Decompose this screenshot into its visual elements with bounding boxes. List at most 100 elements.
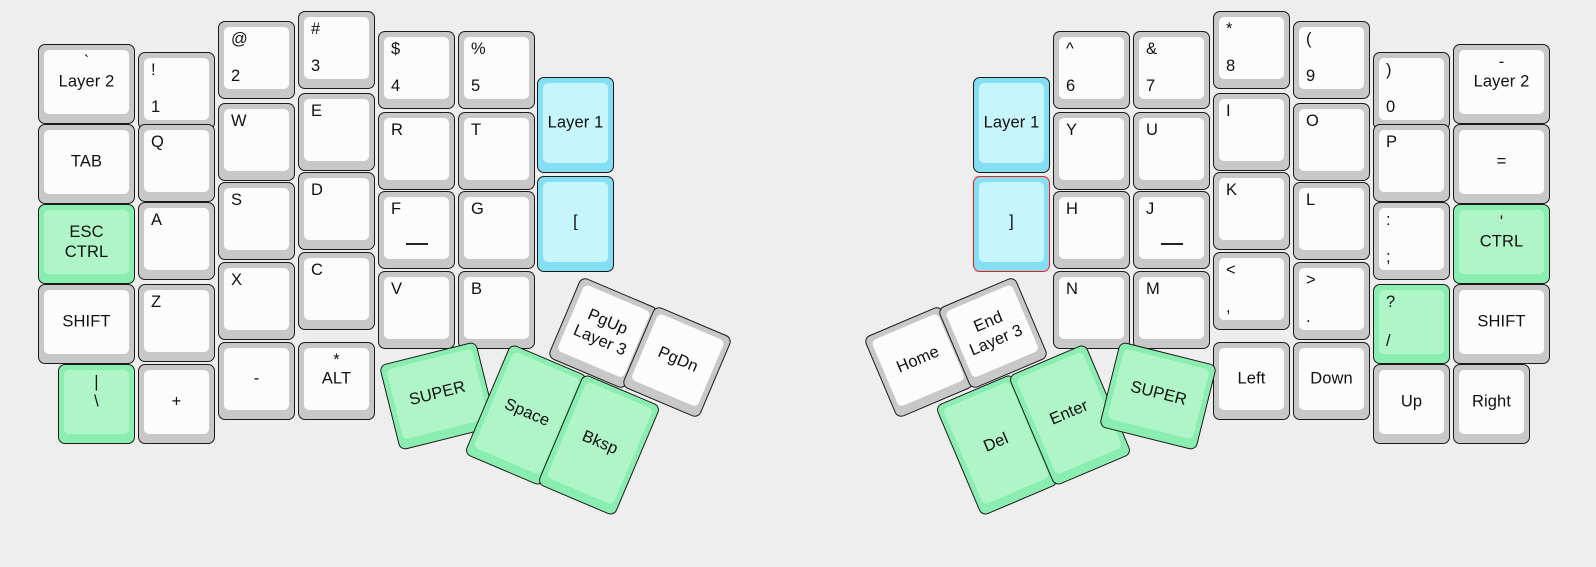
key-r-c6-r2[interactable]: = [1453,124,1550,204]
key-l-c4-r4[interactable]: C [298,252,375,330]
key-l-c3-r3[interactable]: S [218,182,295,260]
key-r-c4-r2[interactable]: O [1293,103,1370,181]
legend-main: End Layer 3 [966,307,1026,360]
key-face: $4 [384,37,449,99]
key-r-c3-r2[interactable]: I [1213,93,1290,171]
key-l-c1-r2[interactable]: TAB [38,124,135,204]
key-l-c5-r4[interactable]: V [378,271,455,349]
key-face: Layer 1 [543,83,608,163]
legend-main: Y [1066,121,1078,139]
key-r-c0-r1[interactable]: Layer 1 [973,77,1050,173]
key-l-c3-r4[interactable]: X [218,262,295,340]
key-face: SUPER [386,348,489,440]
key-l-c5-r2[interactable]: R [378,112,455,190]
legend-main: E [311,102,323,120]
key-r-c5-r1[interactable]: )0 [1373,52,1450,130]
legend-main: 9 [1306,66,1316,85]
key-l-c1-r3[interactable]: ESC CTRL [38,204,135,284]
key-l-c7-r1[interactable]: Layer 1 [537,77,614,173]
key-r-c5-r2[interactable]: P [1373,124,1450,202]
key-face: H [1059,197,1124,259]
legend-top: > [1306,271,1316,289]
legend-main: Space [501,394,553,430]
key-l-c6-r2[interactable]: T [458,112,535,190]
key-r-c4-r4[interactable]: >. [1293,262,1370,340]
key-r-c4-r1[interactable]: (9 [1293,21,1370,99]
legend-main: - [253,369,260,388]
key-face: I [1219,99,1284,161]
key-l-c6-r4[interactable]: B [458,271,535,349]
key-r-c6-r4[interactable]: SHIFT [1453,284,1550,364]
key-l-c1-r4[interactable]: SHIFT [38,284,135,364]
key-face: |\ [64,370,129,434]
legend-main: Up [1400,392,1423,411]
legend-main: Down [1310,369,1353,388]
key-l-c1-r5[interactable]: |\ [58,364,135,444]
key-face: Right [1459,370,1524,434]
key-l-c6-r1[interactable]: %5 [458,31,535,109]
key-l-c2-r4[interactable]: Z [138,284,215,362]
key-l-c4-r1[interactable]: #3 [298,11,375,89]
key-l-c2-r5[interactable]: + [138,364,215,444]
legend-top: % [471,40,486,58]
legend-main: 2 [231,66,241,85]
legend-main: \ [94,392,99,411]
key-l-c3-r1[interactable]: @2 [218,21,295,99]
key-r-c4-r5[interactable]: Down [1293,342,1370,420]
key-l-c4-r5[interactable]: *ALT [298,342,375,420]
key-r-c3-r4[interactable]: <, [1213,252,1290,330]
key-face: Down [1299,348,1364,410]
key-r-c1-r3[interactable]: H [1053,191,1130,269]
key-r-c5-r5[interactable]: Up [1373,364,1450,444]
key-r-c3-r1[interactable]: *8 [1213,11,1290,89]
key-r-c6-r3[interactable]: 'CTRL [1453,204,1550,284]
key-r-c2-r3[interactable]: J [1133,191,1210,269]
key-face: L [1299,188,1364,250]
key-l-c2-r3[interactable]: A [138,202,215,280]
key-l-c7-r2[interactable]: [ [537,176,614,272]
key-r-c3-r3[interactable]: K [1213,172,1290,250]
key-r-c1-r4[interactable]: N [1053,271,1130,349]
key-l-c3-r2[interactable]: W [218,103,295,181]
key-l-c4-r3[interactable]: D [298,172,375,250]
key-r-c5-r4[interactable]: ?/ [1373,284,1450,364]
legend-main: T [471,121,482,139]
key-r-c5-r3[interactable]: :; [1373,202,1450,280]
legend-main: B [471,280,483,298]
legend-main: Right [1471,392,1512,411]
legend-main: J [1146,200,1155,218]
key-r-c4-r3[interactable]: L [1293,182,1370,260]
legend-main: / [1386,331,1391,350]
key-face: Left [1219,348,1284,410]
key-r-c1-r2[interactable]: Y [1053,112,1130,190]
key-r-c2-r2[interactable]: U [1133,112,1210,190]
key-r-c3-r5[interactable]: Left [1213,342,1290,420]
key-face: B [464,277,529,339]
legend-main: P [1386,133,1398,151]
key-r-c2-r4[interactable]: M [1133,271,1210,349]
key-l-c4-r2[interactable]: E [298,93,375,171]
legend-main: D [311,181,324,199]
legend-main: W [231,112,247,130]
key-face: - [224,348,289,410]
key-r-c6-r5[interactable]: Right [1453,364,1530,444]
key-r-c1-r1[interactable]: ^6 [1053,31,1130,109]
key-face: T [464,118,529,180]
legend-main: Layer 1 [547,113,604,132]
key-face: [ [543,182,608,262]
legend-main: F [391,200,402,218]
key-l-c6-r3[interactable]: G [458,191,535,269]
key-r-c2-r1[interactable]: &7 [1133,31,1210,109]
key-l-c2-r1[interactable]: !1 [138,52,215,130]
key-l-c5-r1[interactable]: $4 [378,31,455,109]
key-r-c0-r2[interactable]: ] [973,176,1050,272]
key-l-c1-r1[interactable]: `Layer 2 [38,44,135,124]
key-l-c5-r3[interactable]: F [378,191,455,269]
key-face: *ALT [304,348,369,410]
key-l-c3-r5[interactable]: - [218,342,295,420]
key-r-c6-r1[interactable]: -Layer 2 [1453,44,1550,124]
legend-main: 1 [151,97,161,116]
key-l-c2-r2[interactable]: Q [138,124,215,202]
legend-top: ? [1386,293,1396,311]
